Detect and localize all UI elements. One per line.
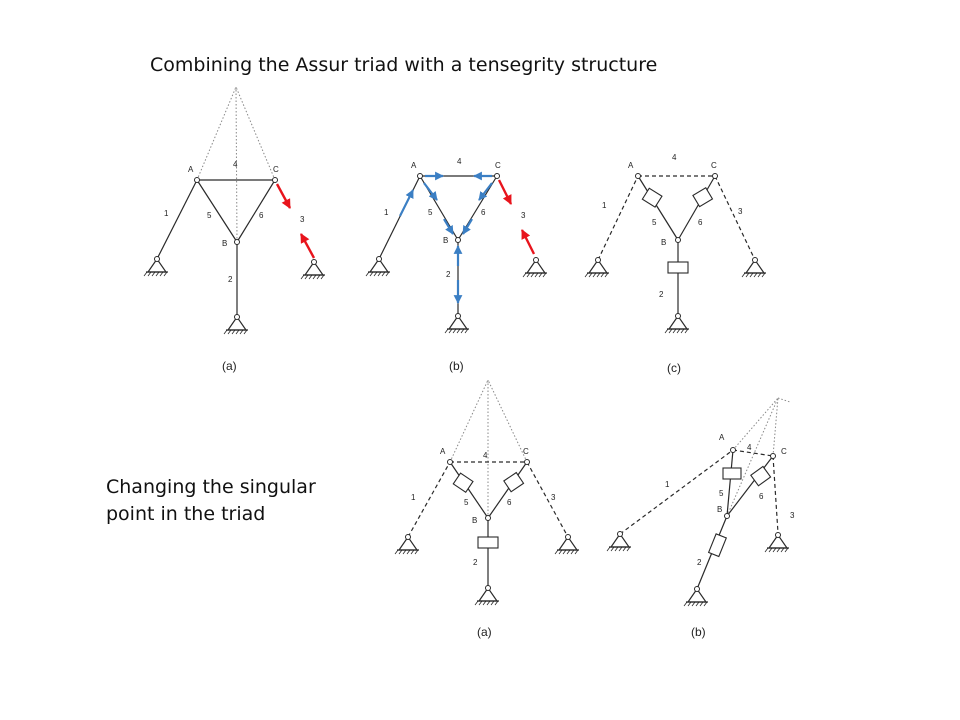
joint-label-b: B (717, 505, 722, 514)
diagram-b: A 4 C 1 5 6 3 B 2 (b) (365, 157, 548, 373)
link-label-6: 6 (698, 218, 703, 227)
joint-label-a: A (628, 161, 634, 170)
link-label-3: 3 (551, 493, 556, 502)
link-label-6: 6 (259, 211, 264, 220)
link-label-5: 5 (652, 218, 657, 227)
link-label-2: 2 (697, 558, 702, 567)
caption-a2: (a) (477, 625, 492, 639)
link-label-2: 2 (228, 275, 233, 284)
joint-label-c: C (523, 447, 529, 456)
link-label-1: 1 (384, 208, 389, 217)
caption-a: (a) (222, 359, 237, 373)
link-label-4: 4 (747, 443, 752, 452)
link-label-4: 4 (457, 157, 462, 166)
link-label-6: 6 (507, 498, 512, 507)
link-label-6: 6 (759, 492, 764, 501)
joint-label-c: C (495, 161, 501, 170)
main-title: Combining the Assur triad with a tensegr… (150, 54, 658, 76)
link-label-3: 3 (300, 215, 305, 224)
side-note-line-1: Changing the singular (106, 476, 316, 498)
link-label-3: 3 (790, 511, 795, 520)
joint-label-b: B (472, 516, 477, 525)
link-label-4: 4 (233, 160, 238, 169)
link-label-1: 1 (602, 201, 607, 210)
side-note-line-2: point in the triad (106, 503, 266, 525)
diagram-a2: A 4 C 1 5 6 3 B 2 (a) (394, 379, 580, 639)
link-label-1: 1 (411, 493, 416, 502)
diagram-a: A 4 C 1 5 6 3 B 2 (a) (143, 86, 326, 373)
joint-label-b: B (222, 239, 227, 248)
joint-label-a: A (440, 447, 446, 456)
link-label-5: 5 (428, 208, 433, 217)
caption-c: (c) (667, 361, 681, 375)
joint-label-c: C (273, 165, 279, 174)
joint-label-a: A (411, 161, 417, 170)
link-label-2: 2 (446, 270, 451, 279)
link-label-3: 3 (521, 211, 526, 220)
diagram-b2: A 4 C 1 5 6 3 B 2 (b) (606, 397, 795, 639)
link-label-2: 2 (473, 558, 478, 567)
joint-label-b: B (443, 236, 448, 245)
link-label-6: 6 (481, 208, 486, 217)
joint-label-c: C (781, 447, 787, 456)
side-note: Changing the singular point in the triad (106, 474, 346, 528)
caption-b2: (b) (691, 625, 706, 639)
link-label-5: 5 (464, 498, 469, 507)
joint-label-a: A (719, 433, 725, 442)
link-label-3: 3 (738, 207, 743, 216)
joint-label-b: B (661, 238, 666, 247)
link-label-5: 5 (207, 211, 212, 220)
link-label-4: 4 (483, 451, 488, 460)
link-label-2: 2 (659, 290, 664, 299)
joint-label-a: A (188, 165, 194, 174)
joint-label-c: C (711, 161, 717, 170)
link-label-1: 1 (164, 209, 169, 218)
link-label-1: 1 (665, 480, 670, 489)
link-label-5: 5 (719, 489, 724, 498)
link-label-4: 4 (672, 153, 677, 162)
caption-b: (b) (449, 359, 464, 373)
diagram-c: A 4 C 1 5 6 3 B 2 (c) (584, 153, 767, 375)
